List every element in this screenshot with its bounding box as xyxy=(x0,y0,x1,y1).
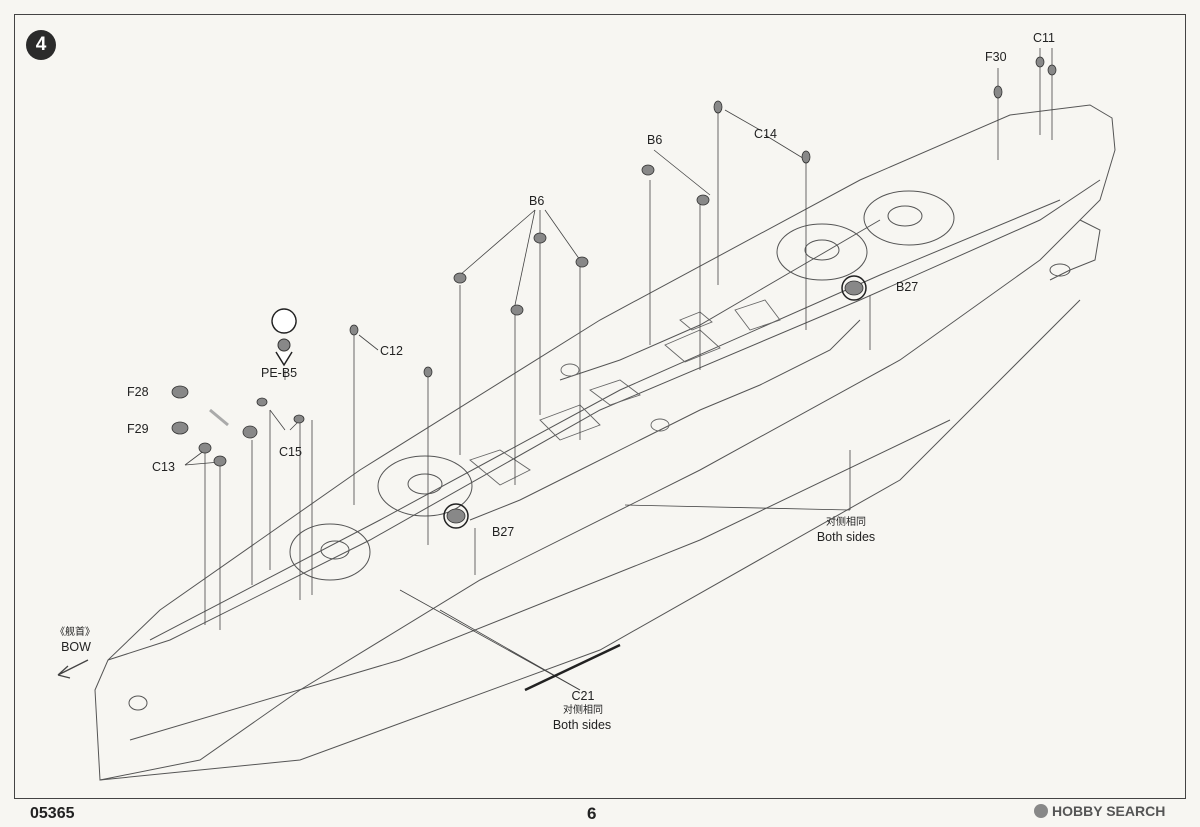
label-both-sides-cn-1: 对侧相同 xyxy=(826,517,866,528)
part-icon xyxy=(696,194,710,206)
part-icon xyxy=(453,272,467,284)
label-both-sides-cn-2: 对侧相同 xyxy=(563,705,603,716)
deck-hatch xyxy=(679,311,713,331)
label-b6-mid: B6 xyxy=(529,194,545,208)
part-icon xyxy=(213,455,227,467)
turret-ring xyxy=(804,239,840,261)
product-code: 05365 xyxy=(30,805,75,822)
deck-hatch xyxy=(664,329,721,363)
deck-edge xyxy=(107,179,1101,661)
label-c11: C11 xyxy=(1033,31,1056,45)
part-icon xyxy=(641,164,655,176)
turret-ring xyxy=(863,190,955,246)
leader-line xyxy=(399,589,581,691)
leader-line xyxy=(724,109,761,131)
part-icon xyxy=(844,280,864,296)
porthole xyxy=(128,695,148,711)
deck-hatch xyxy=(589,379,641,406)
part-icon xyxy=(713,100,723,114)
turret-ring xyxy=(289,523,371,581)
hull-line xyxy=(129,419,951,741)
page-number: 6 xyxy=(587,804,597,823)
part-icon xyxy=(1047,64,1057,76)
pe-b5-marker xyxy=(271,308,297,367)
label-b27-right: B27 xyxy=(896,280,919,294)
part-icon xyxy=(993,85,1003,99)
deck-hatch xyxy=(469,449,531,486)
label-c13: C13 xyxy=(152,460,175,474)
watermark-text: HOBBY SEARCH xyxy=(1052,803,1166,819)
label-c14: C14 xyxy=(754,127,777,141)
watermark-icon xyxy=(1034,804,1048,818)
turret-ring xyxy=(377,455,473,517)
label-f30: F30 xyxy=(985,50,1007,64)
part-icon xyxy=(256,397,268,407)
hull-line xyxy=(99,299,1081,781)
stern-detail xyxy=(1049,219,1101,281)
superstructure xyxy=(469,319,861,521)
part-icon xyxy=(510,304,524,316)
leader-line xyxy=(544,209,581,261)
part-icon xyxy=(349,324,359,336)
deck-hatch xyxy=(539,404,601,441)
deck-edge-inner xyxy=(149,199,1061,641)
label-f28: F28 xyxy=(127,385,149,399)
label-both-sides-en-1: Both sides xyxy=(816,530,876,544)
part-icon xyxy=(423,366,433,378)
label-c15: C15 xyxy=(279,445,302,459)
leader-line xyxy=(459,209,536,276)
leader-line xyxy=(764,134,807,161)
turret-ring xyxy=(776,223,868,281)
label-both-sides-en-2: Both sides xyxy=(552,718,612,732)
turret-ring xyxy=(887,205,923,227)
label-b27-center: B27 xyxy=(492,525,515,539)
part-icon xyxy=(171,421,189,435)
leader-line xyxy=(269,409,286,431)
turret-ring xyxy=(320,540,350,560)
part-icon xyxy=(446,508,466,524)
hull-outline xyxy=(94,104,1116,781)
part-icon xyxy=(242,425,258,439)
part-icon xyxy=(1035,56,1045,68)
part-icon xyxy=(171,385,189,399)
leader-line xyxy=(514,209,536,306)
stern-detail xyxy=(1049,263,1071,277)
part-icon xyxy=(533,232,547,244)
label-b6-top: B6 xyxy=(647,133,663,147)
superstructure xyxy=(559,219,881,381)
deck-fitting xyxy=(650,418,670,432)
part-icon xyxy=(801,150,811,164)
label-bow-cn: 《舰首》 xyxy=(55,627,95,638)
label-pe-b5: PE-B5 xyxy=(261,366,298,380)
part-icon xyxy=(198,442,212,454)
deck-fitting xyxy=(560,363,580,377)
deck-hatch xyxy=(734,299,781,331)
c21-rod xyxy=(524,643,621,692)
bow-arrow xyxy=(57,659,89,679)
page-frame xyxy=(14,14,1186,799)
step-number-badge: 4 xyxy=(26,30,56,60)
callout-circle xyxy=(841,275,867,301)
turret-ring xyxy=(407,473,443,495)
part-icon xyxy=(293,414,305,424)
label-f29: F29 xyxy=(127,422,149,436)
callout-circle xyxy=(443,503,469,529)
part-icon xyxy=(575,256,589,268)
label-c21: C21 xyxy=(571,689,595,703)
pe-b5-inner xyxy=(277,338,291,352)
leader-line xyxy=(358,334,379,351)
label-bow-en: BOW xyxy=(61,640,91,654)
leader-line xyxy=(653,149,711,196)
placement-arrow xyxy=(209,408,229,427)
leader-line xyxy=(439,609,581,691)
watermark-logo: HOBBY SEARCH xyxy=(1034,803,1165,819)
label-c12: C12 xyxy=(380,344,403,358)
leader-line xyxy=(624,504,851,511)
